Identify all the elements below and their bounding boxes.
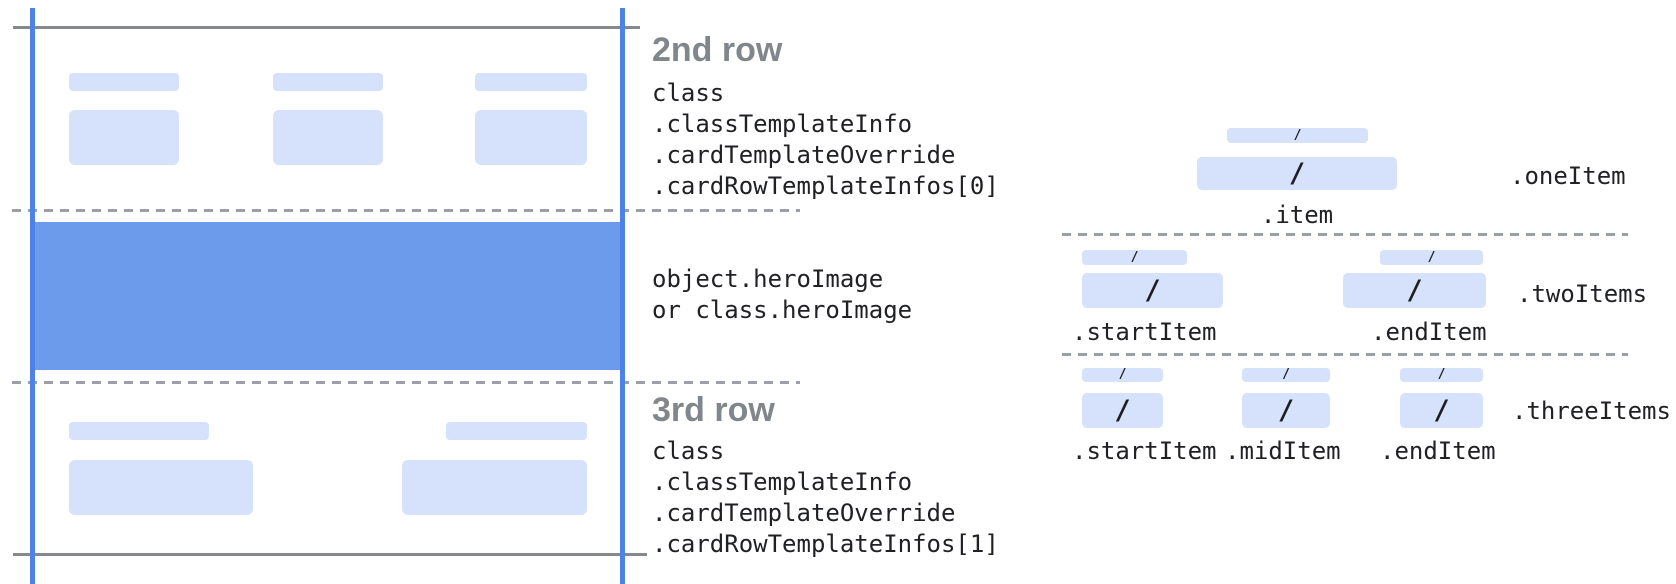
code-line: .cardRowTemplateInfos[0] [652, 172, 999, 200]
code-line: .classTemplateInfo [652, 110, 913, 138]
code-line: .cardTemplateOverride [652, 499, 956, 527]
one-two-items-divider-dashed-line [1062, 233, 1628, 236]
second-row-col3-label-placeholder [475, 73, 587, 91]
one-item-value-bar: / [1197, 157, 1397, 190]
second-row-heading: 2nd row [652, 31, 783, 69]
three-items-start-label-bar: / [1082, 368, 1163, 382]
slash-icon: / [1144, 275, 1161, 306]
start-item-label: .startItem [1072, 437, 1217, 465]
slash-icon: / [1130, 250, 1139, 265]
two-three-items-divider-dashed-line [1062, 353, 1628, 356]
second-row-field-path: class .classTemplateInfo .cardTemplateOv… [652, 78, 999, 202]
code-line: class [652, 79, 725, 107]
two-items-end-label-bar: / [1380, 250, 1483, 265]
two-items-row-label: .twoItems [1517, 280, 1648, 308]
second-row-hero-divider-dashed-line [12, 209, 800, 212]
three-items-row-label: .threeItems [1512, 397, 1671, 425]
slash-icon: / [1293, 128, 1302, 143]
start-item-label: .startItem [1072, 318, 1217, 346]
third-row-heading: 3rd row [652, 391, 775, 429]
second-row-col3-value-placeholder [475, 110, 587, 165]
one-item-label-bar: / [1227, 128, 1368, 143]
third-row-start-value-placeholder [69, 460, 253, 515]
slash-icon: / [1433, 395, 1450, 426]
item-label: .item [1260, 201, 1334, 229]
three-items-end-value-bar: / [1400, 393, 1483, 428]
third-row-end-value-placeholder [402, 460, 587, 515]
slash-icon: / [1437, 367, 1446, 382]
three-items-mid-label-bar: / [1242, 368, 1330, 382]
three-items-end-label-bar: / [1400, 368, 1483, 382]
slash-icon: / [1282, 367, 1290, 382]
three-items-mid-value-bar: / [1242, 393, 1330, 428]
second-row-col1-label-placeholder [69, 73, 179, 91]
slash-icon: / [1277, 395, 1295, 426]
card-left-edge-guide-line [30, 8, 35, 584]
one-item-row-label: .oneItem [1510, 162, 1626, 190]
third-row-field-path: class .classTemplateInfo .cardTemplateOv… [652, 436, 999, 560]
two-items-end-value-bar: / [1343, 273, 1486, 308]
third-row-end-label-placeholder [446, 422, 587, 440]
code-line: class [652, 437, 725, 465]
code-line: .cardRowTemplateInfos[1] [652, 530, 999, 558]
card-bottom-border-line [13, 553, 647, 556]
mid-item-label: .midItem [1225, 437, 1341, 465]
second-row-col2-label-placeholder [273, 73, 383, 91]
code-line: .classTemplateInfo [652, 468, 913, 496]
end-item-label: .endItem [1371, 318, 1487, 346]
slash-icon: / [1427, 250, 1436, 265]
three-items-start-value-bar: / [1082, 393, 1163, 428]
second-row-col1-value-placeholder [69, 110, 179, 165]
slash-icon: / [1114, 395, 1131, 426]
card-top-border-line [13, 26, 640, 29]
hero-third-row-divider-dashed-line [12, 381, 800, 384]
code-line: .cardTemplateOverride [652, 141, 956, 169]
hero-image-band [30, 222, 625, 370]
third-row-start-label-placeholder [69, 422, 209, 440]
slash-icon: / [1288, 158, 1306, 189]
code-line: or class.heroImage [652, 296, 913, 324]
code-line: object.heroImage [652, 265, 884, 293]
slash-icon: / [1118, 367, 1127, 382]
hero-image-field-path: object.heroImage or class.heroImage [652, 264, 912, 326]
two-items-start-label-bar: / [1082, 250, 1187, 265]
end-item-label: .endItem [1380, 437, 1496, 465]
second-row-col2-value-placeholder [273, 110, 383, 165]
two-items-start-value-bar: / [1082, 273, 1223, 308]
slash-icon: / [1406, 275, 1423, 306]
card-right-edge-guide-line [620, 8, 625, 584]
